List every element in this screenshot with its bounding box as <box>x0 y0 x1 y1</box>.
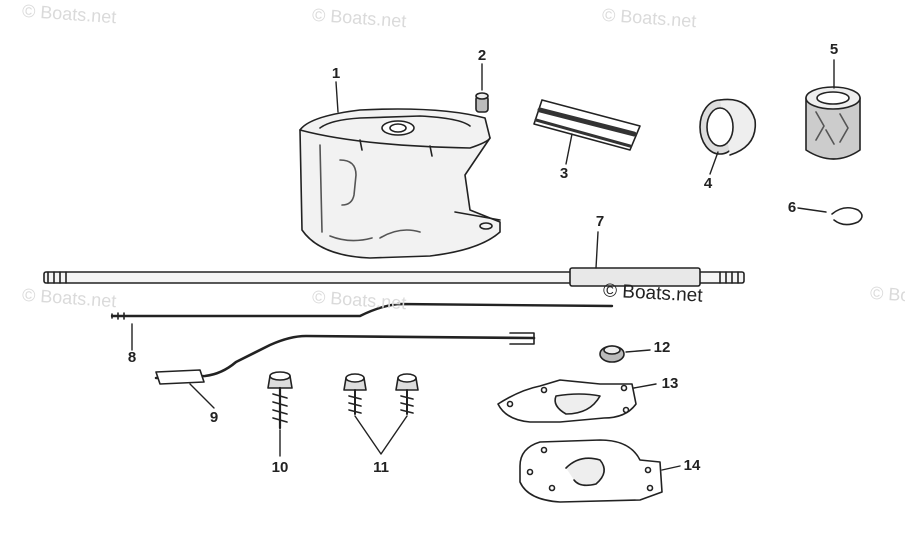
callout-2: 2 <box>477 47 487 64</box>
callout-3: 3 <box>559 165 569 182</box>
callout-12: 12 <box>653 339 671 356</box>
part-10-screw <box>267 371 293 430</box>
part-11-screws <box>343 373 419 415</box>
callout-13: 13 <box>661 375 679 392</box>
callout-10: 10 <box>271 459 289 476</box>
leader-lines <box>131 59 835 471</box>
part-2-dowel-pin <box>475 92 489 113</box>
callout-5: 5 <box>829 41 839 58</box>
part-7-drive-shaft <box>43 267 745 287</box>
part-13-gasket-plate <box>497 379 637 423</box>
callout-9: 9 <box>209 409 219 426</box>
callout-8: 8 <box>127 349 137 366</box>
part-5-seal <box>805 86 861 160</box>
callout-14: 14 <box>683 457 701 474</box>
callout-6: 6 <box>787 199 797 216</box>
callout-1: 1 <box>331 65 341 82</box>
callout-7: 7 <box>595 213 605 230</box>
part-9-bent-shift-rod <box>154 332 536 385</box>
part-8-shift-rod <box>110 302 614 320</box>
part-6-retaining-ring <box>831 206 863 226</box>
part-14-plate <box>519 439 663 503</box>
callout-4: 4 <box>703 175 713 192</box>
part-1-gear-housing <box>299 108 501 259</box>
part-3-gasket-strip <box>533 99 641 151</box>
part-4-bushing <box>699 98 757 156</box>
callout-11: 11 <box>373 459 389 476</box>
part-12-grommet <box>599 345 625 363</box>
